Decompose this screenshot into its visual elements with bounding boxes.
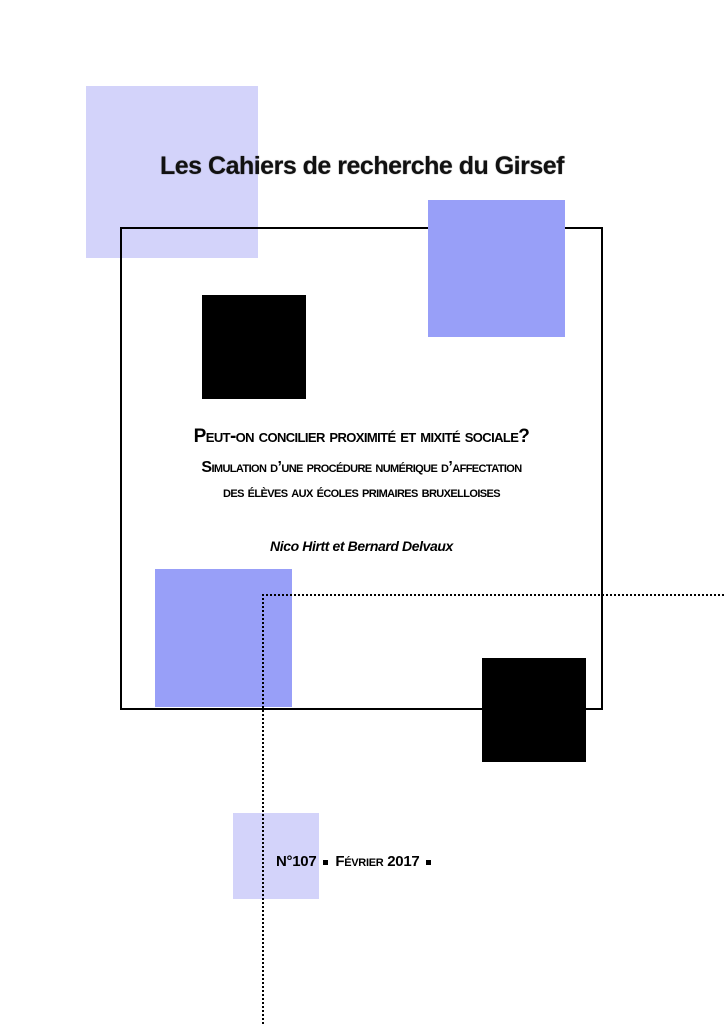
decor-black-square-top <box>202 295 306 399</box>
decor-blue-square-bottom <box>155 569 292 707</box>
subtitle-line-2: des élèves aux écoles primaires bruxello… <box>223 484 501 501</box>
cover-frame <box>120 227 603 710</box>
issue-date: Février 2017 <box>335 853 420 870</box>
decor-blue-square-top <box>428 200 565 337</box>
separator-bullet <box>323 859 329 865</box>
series-title: Les Cahiers de recherche du Girsef <box>159 152 565 180</box>
dotted-line-vertical <box>262 594 264 1024</box>
subtitle-line-1: Simulation d’une procédure numérique d’a… <box>201 459 522 476</box>
decor-light-square-bottom <box>233 813 319 899</box>
decor-black-square-bottom <box>482 658 586 762</box>
main-title: Peut-on concilier proximité et mixité so… <box>193 426 530 447</box>
separator-bullet <box>426 859 432 865</box>
issue-number: N°107 <box>276 853 317 870</box>
issue-info: N°107 Février 2017 <box>276 853 438 870</box>
authors: Nico Hirtt et Bernard Delvaux <box>270 538 453 554</box>
dotted-line-horizontal <box>262 594 724 596</box>
decor-light-square-top <box>86 86 258 258</box>
